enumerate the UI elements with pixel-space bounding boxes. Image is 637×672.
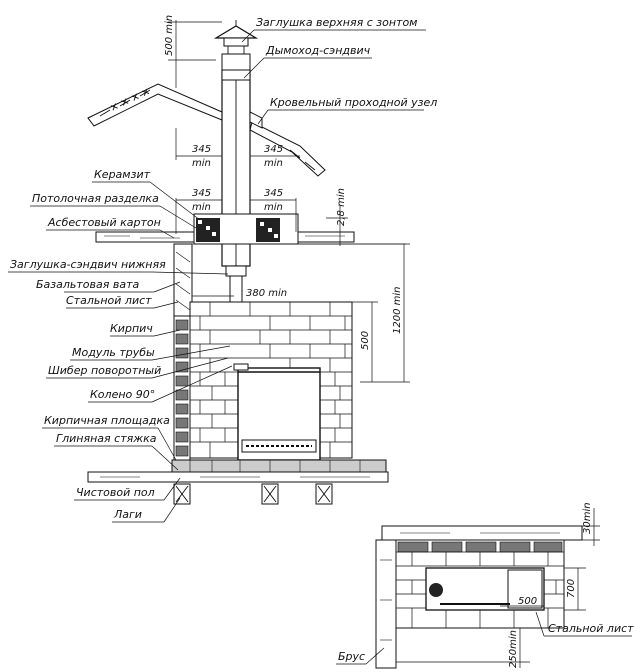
label-asbestos: Асбестовый картон bbox=[47, 216, 161, 229]
leader-lines bbox=[8, 29, 426, 523]
wall-insulation bbox=[173, 243, 193, 317]
label-cap-top: Заглушка верхняя с зонтом bbox=[256, 16, 417, 29]
dim-roof-right-unit: min bbox=[264, 158, 283, 169]
joists bbox=[173, 483, 333, 505]
dim-ceil-right-unit: min bbox=[264, 202, 283, 213]
dim-roof-left-unit: min bbox=[192, 158, 211, 169]
label-damper: Шибер поворотный bbox=[48, 364, 161, 377]
dim-roof-left-val: 345 bbox=[192, 144, 211, 155]
dim-ceil-thick: 2,8 min bbox=[336, 188, 347, 226]
dim-ceil-right-val: 345 bbox=[264, 188, 283, 199]
top-cap-with-umbrella bbox=[213, 20, 259, 71]
label-elbow: Колено 90° bbox=[90, 388, 155, 401]
ceiling bbox=[95, 213, 406, 245]
label-chimney-sandwich: Дымоход-сэндвич bbox=[265, 44, 371, 57]
label-steel-sheet: Стальной лист bbox=[66, 294, 152, 307]
dim-side: 380 min bbox=[246, 288, 287, 299]
plan-dim-250: 250min bbox=[508, 630, 519, 668]
stove bbox=[233, 363, 321, 461]
label-clay-screed: Глиняная стяжка bbox=[56, 432, 157, 445]
roof-flashing bbox=[249, 111, 263, 129]
label-brick: Кирпич bbox=[110, 322, 153, 335]
dim-ceil-left-val: 345 bbox=[192, 188, 211, 199]
label-keramzit: Керамзит bbox=[94, 168, 151, 181]
plan-dim-700: 700 bbox=[566, 579, 577, 598]
label-joists: Лаги bbox=[113, 508, 142, 521]
floor bbox=[87, 459, 389, 483]
label-cap-bottom: Заглушка-сэндвич нижняя bbox=[10, 258, 166, 271]
label-roof-unit: Кровельный проходной узел bbox=[270, 96, 437, 109]
dim-h500: 500 bbox=[360, 331, 371, 350]
plan-dim-30: 30min bbox=[582, 502, 593, 534]
dim-h1200: 1200 min bbox=[392, 287, 403, 335]
dim-ceil-left-unit: min bbox=[192, 202, 211, 213]
plan-dim-500: 500 bbox=[518, 596, 537, 607]
plan-label-beam: Брус bbox=[338, 650, 365, 663]
label-basalt: Базальтовая вата bbox=[36, 278, 139, 291]
plan-label-steel-sheet: Стальной лист bbox=[548, 622, 634, 635]
dim-top: 500 min bbox=[164, 15, 175, 56]
label-brick-pad: Кирпичная площадка bbox=[44, 414, 170, 427]
label-pipe-module: Модуль трубы bbox=[72, 346, 155, 359]
plan-dimension-lines bbox=[336, 508, 632, 668]
label-ceiling-cut: Потолочная разделка bbox=[32, 192, 159, 205]
dim-roof-right-val: 345 bbox=[264, 144, 283, 155]
label-floor: Чистовой пол bbox=[76, 486, 155, 499]
plan-view bbox=[375, 525, 583, 669]
